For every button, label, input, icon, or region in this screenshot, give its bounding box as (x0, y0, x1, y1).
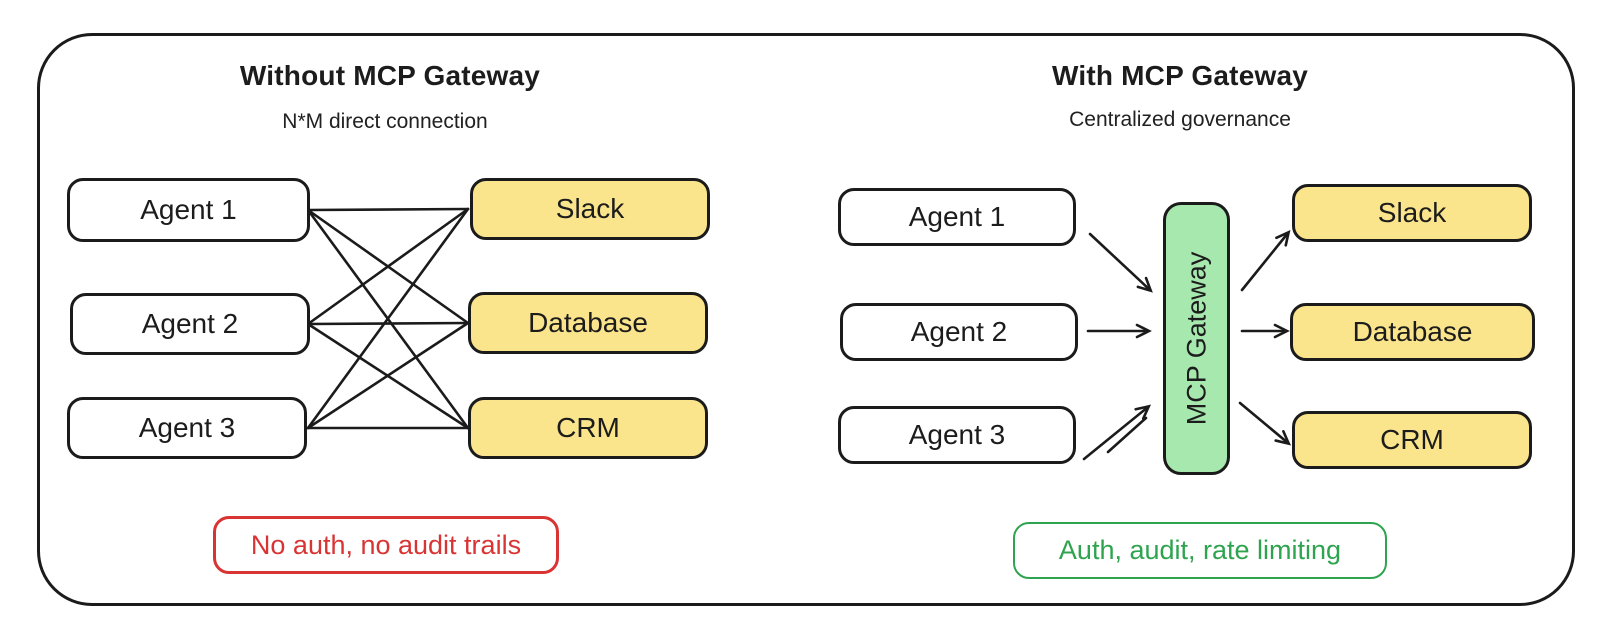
service-node-crm: CRM (468, 397, 708, 459)
service-node-crm: CRM (1292, 411, 1532, 469)
service-node-slack: Slack (470, 178, 710, 240)
mcp-gateway-label: MCP Gateway (1181, 251, 1211, 426)
agent-label: Agent 3 (138, 412, 236, 443)
agent-node: Agent 2 (70, 293, 310, 355)
service-label: Database (1352, 316, 1473, 347)
benefit-badge: Auth, audit, rate limiting (1013, 522, 1387, 579)
agent-node: Agent 1 (67, 178, 310, 242)
agent-node: Agent 2 (840, 303, 1078, 361)
service-label: CRM (556, 412, 620, 443)
agent-node: Agent 1 (838, 188, 1076, 246)
left-panel-subtitle: N*M direct connection (282, 110, 488, 133)
agent-label: Agent 2 (141, 308, 239, 339)
agent-label: Agent 1 (908, 201, 1006, 232)
right-panel-title: With MCP Gateway (1051, 60, 1309, 91)
agent-node: Agent 3 (67, 397, 307, 459)
warning-badge: No auth, no audit trails (213, 516, 559, 574)
service-label: CRM (1380, 424, 1444, 455)
agent-node: Agent 3 (838, 406, 1076, 464)
benefit-badge-label: Auth, audit, rate limiting (1058, 535, 1342, 565)
service-label: Slack (1377, 197, 1447, 228)
service-label: Slack (555, 193, 625, 224)
service-node-database: Database (468, 292, 708, 354)
agent-label: Agent 3 (908, 419, 1006, 450)
warning-badge-label: No auth, no audit trails (250, 529, 522, 560)
service-node-slack: Slack (1292, 184, 1532, 242)
agent-label: Agent 1 (140, 194, 237, 225)
right-panel-subtitle: Centralized governance (1069, 108, 1291, 131)
mcp-gateway-node: MCP Gateway (1163, 202, 1230, 475)
service-node-database: Database (1290, 303, 1535, 361)
service-label: Database (528, 307, 648, 338)
agent-label: Agent 2 (910, 316, 1008, 347)
left-panel-title: Without MCP Gateway (239, 60, 541, 91)
